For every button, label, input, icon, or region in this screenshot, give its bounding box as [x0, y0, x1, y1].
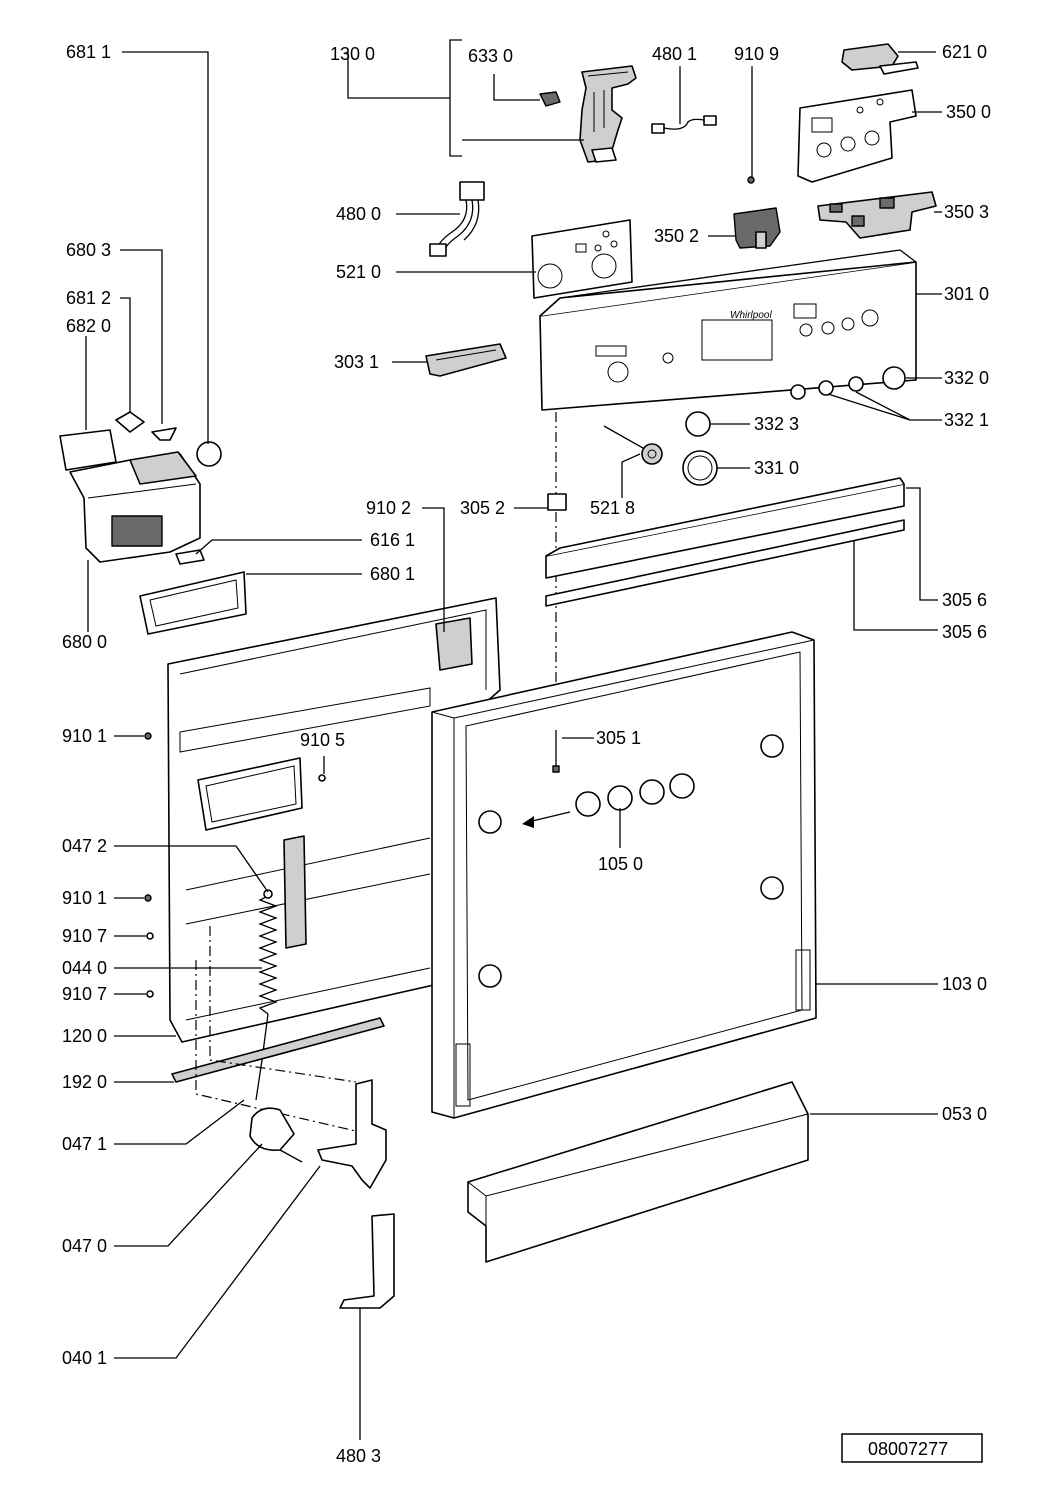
part-labels: 681 1 130 0 633 0 480 1 910 9 621 0 350 … — [62, 42, 991, 1466]
door-spring-0440 — [255, 889, 278, 1101]
label-9102: 910 2 — [366, 498, 411, 518]
kick-plate-0530 — [467, 1081, 809, 1263]
block-3052 — [547, 493, 567, 511]
label-6811-top: 681 1 — [66, 42, 111, 62]
label-6210: 621 0 — [942, 42, 987, 62]
strip-3056-upper — [545, 477, 905, 579]
latch-clip-part — [539, 91, 561, 107]
buttons-3321 — [790, 376, 864, 400]
label-5210: 521 0 — [336, 262, 381, 282]
seal-6812 — [115, 411, 145, 433]
label-3052: 305 2 — [460, 498, 505, 518]
label-0530: 053 0 — [942, 1104, 987, 1124]
hinge-axis-lines — [195, 926, 361, 1133]
label-3051: 305 1 — [596, 728, 641, 748]
label-6812: 681 2 — [66, 288, 111, 308]
label-9107-a: 910 7 — [62, 926, 107, 946]
inner-door-panel-1200 — [167, 597, 501, 1043]
hinge-bracket-0401 — [317, 1079, 387, 1189]
label-4800: 480 0 — [336, 204, 381, 224]
label-3010: 301 0 — [944, 284, 989, 304]
bracket-4803 — [339, 1213, 395, 1309]
short-cable-part — [651, 115, 717, 134]
document-number-box: 08007277 — [841, 1433, 983, 1463]
label-0440: 044 0 — [62, 958, 107, 978]
knob-3310 — [682, 450, 718, 486]
label-3323: 332 3 — [754, 414, 799, 434]
label-9105: 910 5 — [300, 730, 345, 750]
label-1200: 120 0 — [62, 1026, 107, 1046]
label-6330: 633 0 — [468, 46, 513, 66]
label-3031: 303 1 — [334, 352, 379, 372]
screw-9105 — [318, 774, 326, 782]
label-0471: 047 1 — [62, 1134, 107, 1154]
rail-1920 — [171, 1017, 385, 1083]
knob-3323 — [685, 411, 711, 437]
label-9101-a: 910 1 — [62, 726, 107, 746]
part-3503 — [817, 191, 937, 239]
control-panel-3010: Whirlpool — [539, 249, 917, 411]
brand-mark: Whirlpool — [730, 310, 772, 321]
label-1920: 192 0 — [62, 1072, 107, 1092]
label-3321: 332 1 — [944, 410, 989, 430]
label-9107-b: 910 7 — [62, 984, 107, 1004]
label-5218: 521 8 — [590, 498, 635, 518]
screw-9109 — [747, 176, 755, 184]
control-board-3500 — [797, 89, 917, 183]
wiring-harness-4800 — [429, 181, 485, 257]
part-3502 — [733, 207, 781, 249]
float-6811 — [196, 441, 222, 467]
label-6801: 680 1 — [370, 564, 415, 584]
document-number: 08007277 — [868, 1439, 948, 1459]
label-3500: 350 0 — [946, 102, 991, 122]
module-6210 — [841, 43, 919, 75]
leader-lines — [85, 39, 942, 1440]
label-3320: 332 0 — [944, 368, 989, 388]
label-3502: 350 2 — [654, 226, 699, 246]
label-6161: 616 1 — [370, 530, 415, 550]
dispenser-assembly-6800 — [59, 429, 201, 563]
label-3056-a: 305 6 — [942, 590, 987, 610]
label-6803: 680 3 — [66, 240, 111, 260]
label-0472: 047 2 — [62, 836, 107, 856]
label-4801: 480 1 — [652, 44, 697, 64]
screw-9107-a — [146, 932, 154, 940]
outer-door-1030 — [431, 631, 817, 1119]
hinge-arm-0470 — [249, 1107, 303, 1163]
label-1300: 130 0 — [330, 44, 375, 64]
label-3310: 331 0 — [754, 458, 799, 478]
sensor-5218 — [603, 425, 663, 465]
electronic-board-5210 — [531, 219, 633, 299]
label-6800: 680 0 — [62, 632, 107, 652]
handle-part-3031 — [425, 343, 507, 377]
screw-9107-b — [146, 990, 154, 998]
gasket-6801 — [139, 571, 247, 635]
knobs-1050 — [522, 773, 695, 828]
cap-6803 — [151, 427, 177, 441]
label-6820: 682 0 — [66, 316, 111, 336]
label-0470: 047 0 — [62, 1236, 107, 1256]
label-1030: 103 0 — [942, 974, 987, 994]
label-1050: 105 0 — [598, 854, 643, 874]
screw-9101-a — [144, 732, 152, 740]
screw-9101-b — [144, 894, 152, 902]
part-6161 — [175, 549, 205, 565]
label-9109: 910 9 — [734, 44, 779, 64]
label-4803: 480 3 — [336, 1446, 381, 1466]
label-3503: 350 3 — [944, 202, 989, 222]
pin-3051 — [552, 730, 560, 773]
label-0401: 040 1 — [62, 1348, 107, 1368]
latch-bracket-assembly — [579, 65, 637, 163]
strip-3056-lower — [545, 519, 905, 607]
label-9101-b: 910 1 — [62, 888, 107, 908]
label-3056-b: 305 6 — [942, 622, 987, 642]
button-3320 — [882, 366, 906, 390]
